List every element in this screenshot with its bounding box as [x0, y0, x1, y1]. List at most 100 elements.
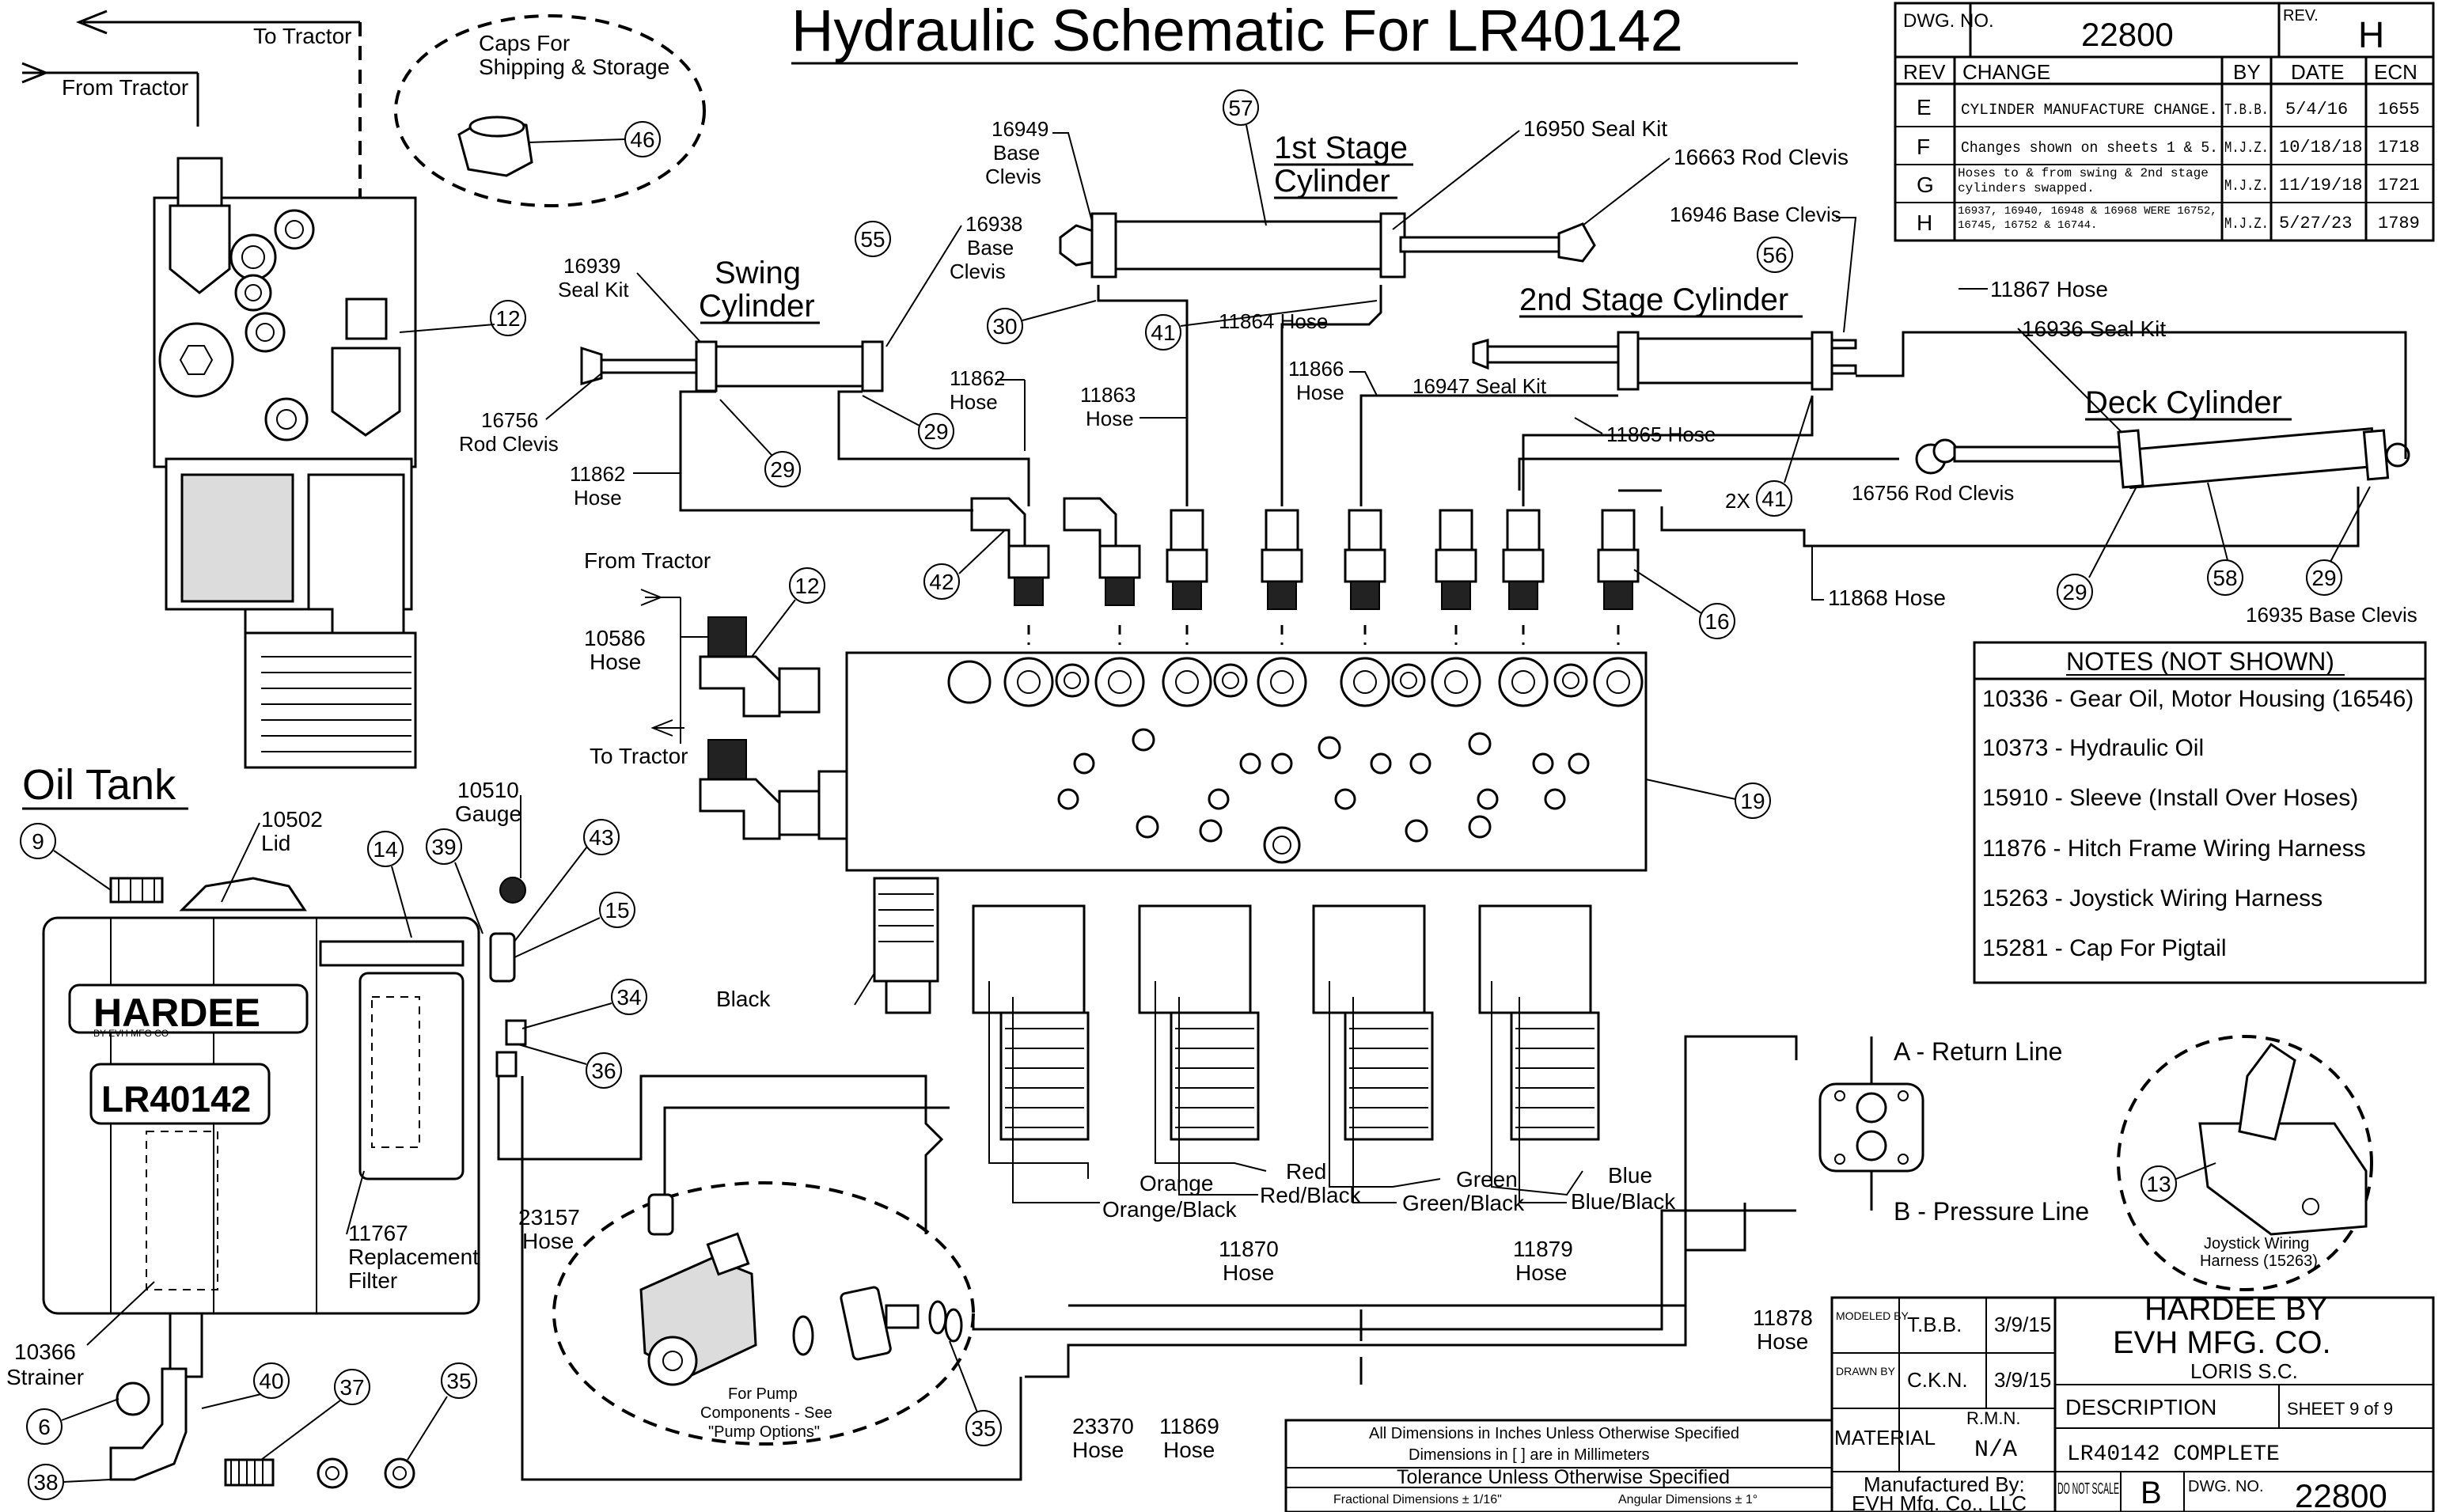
note-item: 10373 - Hydraulic Oil — [1982, 735, 2204, 761]
joystick-label: Harness (15263) — [2200, 1252, 2318, 1270]
date-header: DATE — [2291, 60, 2344, 84]
hose-label: Hose — [574, 486, 622, 510]
second-stage-cylinder — [1359, 331, 1905, 506]
dwg-no-label: DWG. NO. — [1903, 10, 1994, 32]
pressure-line-label: B - Pressure Line — [1894, 1197, 2089, 1226]
drawn-date: 3/9/15 — [1994, 1368, 2051, 1392]
pump-callout: For Pump Components - See "Pump Options" — [552, 1181, 975, 1446]
deck-cylinder — [1518, 331, 2410, 548]
oil-tank-heading: Oil Tank — [22, 761, 176, 809]
hose-label: Hose — [1086, 407, 1134, 430]
manifold-fittings — [970, 497, 1640, 610]
pump-label: "Pump Options" — [708, 1423, 820, 1441]
first-stage-heading: Cylinder — [1274, 164, 1390, 199]
coil-stripes — [261, 656, 411, 752]
wire-blue-label: Blue — [1608, 1163, 1652, 1188]
tractor-valve-block — [153, 157, 495, 769]
tolerance-text: Dimensions in [ ] are in Millimeters — [1409, 1446, 1650, 1464]
part-label: 16947 Seal Kit — [1412, 374, 1547, 398]
part-label: 16936 Seal Kit — [2022, 316, 2166, 341]
manufacturer: EVH Mfg. Co., LLC — [1852, 1491, 2027, 1512]
hose-label: 23157 — [518, 1205, 580, 1230]
thread-marks — [230, 1460, 264, 1485]
to-tractor-label: To Tractor — [253, 24, 351, 48]
lid-label: Lid — [261, 831, 290, 855]
tank-model: LR40142 — [101, 1078, 251, 1120]
rev-label: REV. — [2283, 7, 2319, 25]
ecn-cell: 1718 — [2378, 138, 2420, 157]
hose-label: 11879 — [1513, 1237, 1573, 1261]
hose-label: Hose — [1757, 1329, 1808, 1354]
change-header: CHANGE — [1962, 60, 2050, 84]
hose-label: 10586 — [584, 626, 646, 650]
item-balloon: 6 — [38, 1415, 51, 1439]
hose-label: 11867 Hose — [1990, 277, 2108, 301]
part-label: Rod Clevis — [459, 432, 559, 456]
title-block: All Dimensions in Inches Unless Otherwis… — [1284, 1292, 2435, 1512]
from-tractor-label: From Tractor — [62, 75, 188, 100]
item-balloon: 57 — [1228, 96, 1253, 120]
caps-callout: Caps For Shipping & Storage — [394, 14, 706, 207]
by-header: BY — [2233, 60, 2261, 84]
part-label: 2X — [1725, 489, 1750, 513]
tractor-lines-top: To Tractor From Tractor — [21, 9, 362, 198]
field-label: DESCRIPTION — [2065, 1395, 2216, 1419]
filter-label: Replacement — [348, 1245, 479, 1269]
description-value: LR40142 COMPLETE — [2067, 1442, 2280, 1467]
part-label: Clevis — [950, 260, 1006, 283]
hose-label: 11869 — [1159, 1414, 1219, 1438]
item-balloon: 19 — [1740, 789, 1765, 813]
material-value: N/A — [1974, 1437, 2017, 1464]
item-balloon: 12 — [495, 306, 520, 331]
rev-cell: G — [1917, 172, 1934, 197]
by-cell: M.J.Z. — [2224, 177, 2269, 195]
item-balloon: 34 — [616, 985, 641, 1010]
filter-label: 11767 — [348, 1221, 408, 1245]
gauge-label: 10510 — [457, 778, 519, 802]
gauge-label: Gauge — [455, 801, 521, 826]
modeled-date: 3/9/15 — [1994, 1313, 2051, 1336]
solenoids — [854, 877, 1600, 1203]
field-label: DRAWN BY — [1836, 1365, 1896, 1377]
ecn-header: ECN — [2374, 60, 2417, 84]
wire-black-label: Black — [716, 987, 771, 1011]
tolerance-text: All Dimensions in Inches Unless Otherwis… — [1369, 1425, 1739, 1442]
company-location: LORIS S.C. — [2190, 1359, 2298, 1383]
return-line-label: A - Return Line — [1894, 1037, 2062, 1066]
second-stage-heading: 2nd Stage Cylinder — [1519, 282, 1788, 317]
part-label: 16938 — [965, 212, 1022, 236]
hose-label: Hose — [590, 650, 641, 674]
hose-label: 11862 — [950, 366, 1005, 390]
item-balloon: 43 — [589, 825, 613, 850]
tolerance-text: Angular Dimensions ± 1° — [1618, 1493, 1758, 1506]
filter-label: Filter — [348, 1268, 397, 1293]
item-balloon: 35 — [971, 1416, 995, 1441]
joystick-callout — [2117, 1035, 2373, 1291]
part-label: 16950 Seal Kit — [1523, 116, 1667, 141]
main-valve-manifold — [845, 625, 1648, 872]
by-cell: M.J.Z. — [2224, 215, 2269, 233]
change-cell-wrap: 16937, 16940, 16948 & 16968 WERE 16752, … — [1958, 205, 2217, 232]
tank-hoses — [497, 1035, 1798, 1481]
field-label: R.M.N. — [1966, 1408, 2020, 1428]
hose-label: Hose — [1515, 1260, 1567, 1285]
item-balloon: 38 — [33, 1470, 58, 1495]
note-item: 10336 - Gear Oil, Motor Housing (16546) — [1982, 686, 2414, 712]
part-label: 16949 — [992, 117, 1048, 141]
to-tractor-label: To Tractor — [590, 744, 688, 768]
part-label: Seal Kit — [558, 278, 629, 301]
hose-label: Hose — [950, 390, 998, 414]
part-label: Base — [967, 236, 1014, 260]
wire-blue-black-label: Blue/Black — [1571, 1189, 1676, 1214]
wire-orange-black-label: Orange/Black — [1102, 1197, 1238, 1222]
hose-label: 23370 — [1072, 1414, 1134, 1438]
hose-label: Hose — [1072, 1438, 1124, 1462]
page-title: Hydraulic Schematic For LR40142 — [791, 0, 1683, 63]
notes-heading: NOTES (NOT SHOWN) — [2066, 647, 2334, 676]
by-cell: T.B.B. — [2224, 101, 2269, 119]
rev-value: H — [2358, 14, 2384, 55]
item-balloon: 46 — [630, 127, 654, 152]
item-balloon: 9 — [32, 829, 44, 854]
company-name: EVH MFG. CO. — [2113, 1325, 2331, 1360]
